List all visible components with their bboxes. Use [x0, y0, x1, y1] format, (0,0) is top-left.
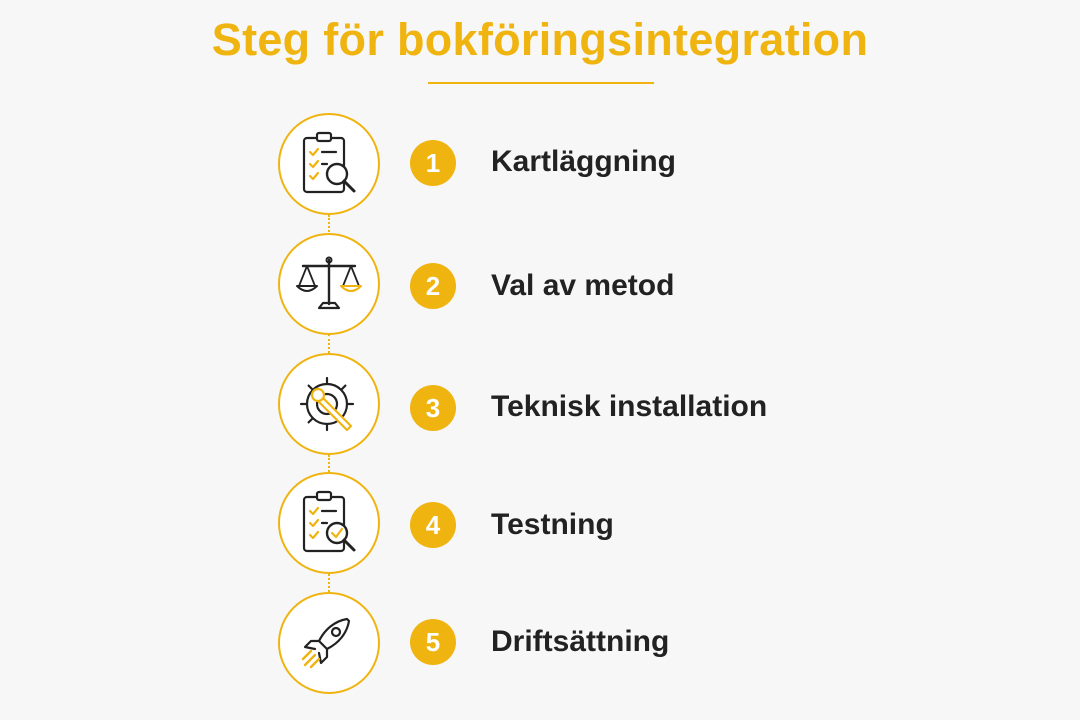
- step-number-badge: 5: [410, 619, 456, 665]
- step-label: Kartläggning: [491, 145, 676, 178]
- step-icon-circle: [278, 113, 380, 215]
- clipboard-check-icon: [302, 490, 356, 553]
- step-label: Testning: [491, 508, 614, 541]
- gear-wrench-icon: [299, 376, 355, 432]
- step-label: Val av metod: [491, 269, 675, 302]
- step-label: Teknisk installation: [491, 390, 768, 423]
- page-title: Steg för bokföringsintegration: [211, 14, 869, 65]
- step-connector: [328, 455, 330, 472]
- step-number-badge: 3: [410, 385, 456, 431]
- step-icon-circle: [278, 592, 380, 694]
- step-icon-circle: [278, 353, 380, 455]
- step-icon-circle: [278, 472, 380, 574]
- step-number-badge: 1: [410, 140, 456, 186]
- rocket-icon: [301, 617, 351, 669]
- step-label: Driftsättning: [491, 625, 670, 658]
- step-number-badge: 2: [410, 263, 456, 309]
- step-connector: [328, 215, 330, 232]
- step-number-badge: 4: [410, 502, 456, 548]
- step-connector: [328, 334, 330, 353]
- scale-icon: [296, 256, 362, 310]
- step-connector: [328, 574, 330, 592]
- step-icon-circle: [278, 233, 380, 335]
- title-underline: [428, 82, 654, 84]
- clipboard-search-icon: [302, 131, 356, 194]
